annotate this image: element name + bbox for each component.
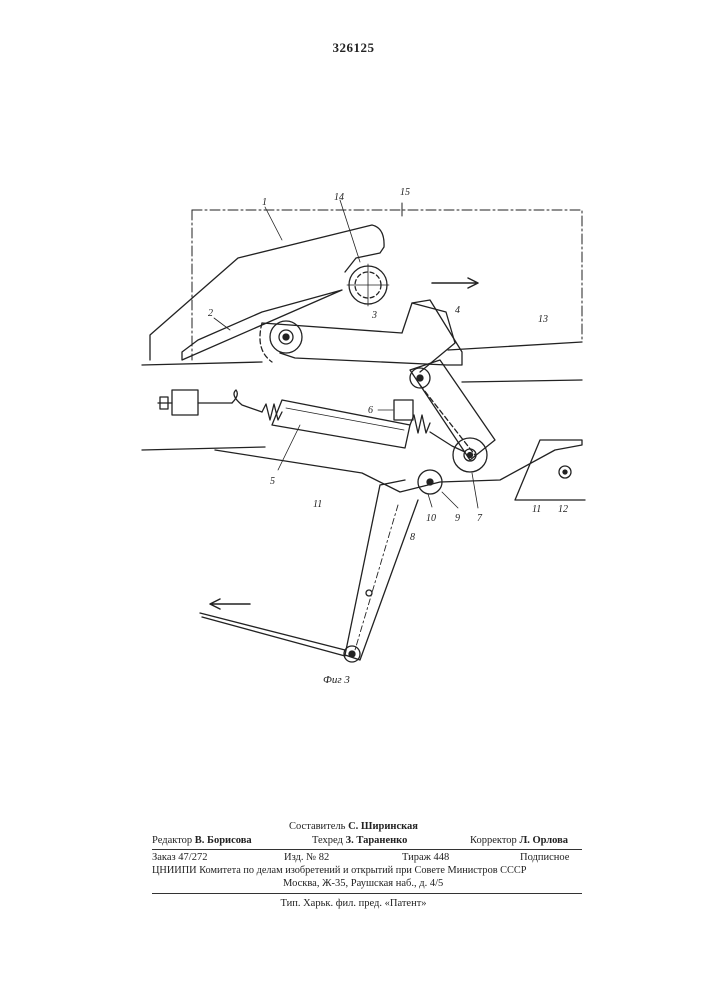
pivot-link-upper-pin — [417, 375, 423, 381]
leader-10 — [428, 494, 432, 507]
leader-7b — [472, 473, 478, 508]
editor-name: В. Борисова — [195, 835, 252, 846]
label-6: 6 — [368, 405, 373, 416]
institute-line-1: ЦНИИПИ Комитета по делам изобретений и о… — [152, 864, 527, 878]
pivot-3-pin — [283, 334, 289, 340]
compiler-name: С. Ширинская — [348, 821, 418, 832]
corrector-block: Корректор Л. Орлова — [470, 834, 568, 848]
lever-8-hole — [366, 590, 372, 596]
order-number: Заказ 47/272 — [152, 851, 207, 865]
footer-rule-top — [152, 849, 582, 850]
label-12: 12 — [558, 504, 568, 515]
label-9: 9 — [455, 513, 460, 524]
mechanism-drawing: 1 14 15 2 3 4 13 6 5 11 10 9 7 11 12 8 Ф… — [0, 0, 707, 700]
edition-number: Изд. № 82 — [284, 851, 329, 865]
pivot-10-pin — [427, 479, 433, 485]
cable — [200, 613, 345, 656]
pivot-7-pin — [468, 453, 473, 458]
beam-13-bottom — [462, 380, 582, 382]
compiler-label: Составитель — [289, 821, 345, 832]
hook-1 — [150, 225, 384, 360]
techred-label: Техред — [312, 835, 343, 846]
editor-label: Редактор — [152, 835, 192, 846]
subscription: Подписное — [520, 851, 569, 865]
institute-line-2: Москва, Ж-35, Раушская наб., д. 4/5 — [283, 877, 443, 891]
label-11-right: 11 — [532, 504, 541, 515]
link-7-upper — [410, 360, 495, 460]
lever-8-end-pin — [349, 651, 355, 657]
leader-9 — [442, 492, 458, 508]
beam-13-lower-left — [142, 447, 265, 450]
spring-hook-left — [232, 390, 262, 412]
leader-14 — [340, 200, 360, 262]
roller-14-axis — [347, 264, 389, 306]
lever-8 — [345, 480, 418, 660]
label-10: 10 — [426, 513, 436, 524]
label-4: 4 — [455, 305, 460, 316]
corrector-name: Л. Орлова — [519, 835, 568, 846]
label-14: 14 — [334, 192, 344, 203]
footer-rule-bottom — [152, 893, 582, 894]
adjuster-body — [172, 390, 198, 415]
compiler-line: Составитель С. Ширинская — [0, 820, 707, 834]
arrow-right-icon — [432, 278, 478, 288]
label-11-left: 11 — [313, 499, 322, 510]
arrow-left-icon — [210, 599, 250, 609]
label-3: 3 — [371, 310, 377, 321]
printer-line: Тип. Харьк. фил. пред. «Патент» — [0, 897, 707, 911]
editor-block: Редактор В. Борисова — [152, 834, 252, 848]
label-1: 1 — [262, 197, 267, 208]
label-8: 8 — [410, 532, 415, 543]
label-13: 13 — [538, 314, 548, 325]
label-2: 2 — [208, 308, 213, 319]
techred-name: З. Тараненко — [346, 835, 408, 846]
pin-12-core — [563, 470, 567, 474]
figure-caption: Фиг 3 — [323, 674, 350, 686]
link-7-dashed — [420, 385, 475, 455]
label-15: 15 — [400, 187, 410, 198]
body-15-outline — [192, 210, 582, 340]
label-7: 7 — [477, 513, 483, 524]
label-5: 5 — [270, 476, 275, 487]
corrector-label: Корректор — [470, 835, 517, 846]
leader-1 — [265, 207, 282, 240]
spring-5-inner — [286, 408, 404, 430]
bracket-11 — [215, 440, 585, 500]
circulation: Тираж 448 — [402, 851, 449, 865]
leader-2 — [214, 318, 230, 330]
techred-block: Техред З. Тараненко — [312, 834, 407, 848]
stop-6 — [394, 400, 413, 420]
lever-2-dashed — [260, 323, 272, 362]
